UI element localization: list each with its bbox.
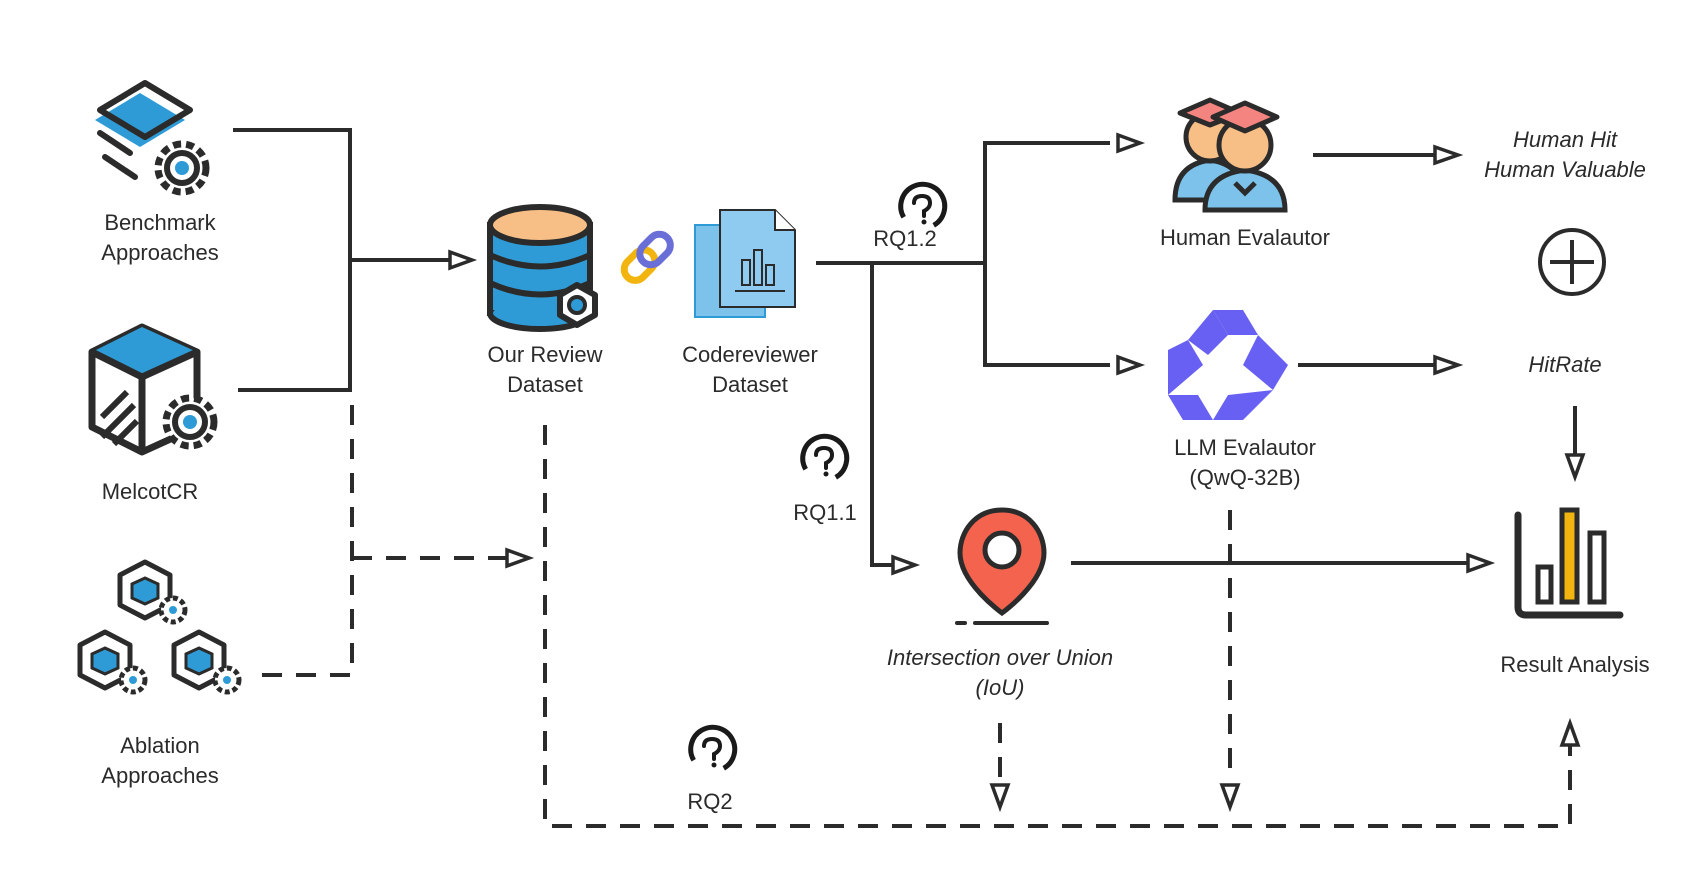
- layers-gear-icon: [95, 80, 210, 196]
- iou-label: Intersection over Union (IoU): [850, 643, 1150, 703]
- arrowhead-dashed-llm: [1219, 783, 1241, 813]
- arrowhead-hitrate-down: [1564, 453, 1586, 483]
- question-mark-icon: [898, 181, 948, 228]
- llm-evaluator-label: LLM Evalautor (QwQ-32B): [1125, 433, 1365, 493]
- chain-link-icon: [620, 230, 674, 284]
- arrowhead-dashed-result: [1559, 717, 1581, 747]
- arrowhead-human: [1116, 132, 1146, 154]
- ablation-label: Ablation Approaches: [60, 731, 260, 791]
- our-dataset-label-line1: Our Review: [487, 342, 603, 367]
- llm-evaluator-label-line2: (QwQ-32B): [1189, 465, 1301, 490]
- arrowhead-dashed-iou: [989, 783, 1011, 813]
- hitrate-metric: HitRate: [1528, 352, 1602, 377]
- document-chart-icon: [694, 209, 796, 318]
- map-pin-icon: [955, 507, 1049, 625]
- benchmark-label-line1: Benchmark: [104, 210, 216, 235]
- arrowhead-result: [1466, 552, 1496, 574]
- benchmark-label-line2: Approaches: [101, 240, 219, 265]
- arrowhead-hitrate: [1433, 354, 1464, 376]
- rq2-label: RQ2: [687, 789, 733, 814]
- question-mark-icon: [688, 724, 738, 771]
- human-evaluator-label: Human Evalautor: [1160, 225, 1330, 250]
- result-analysis-label: Result Analysis: [1500, 652, 1650, 677]
- codereviewer-label-line2: Dataset: [712, 372, 788, 397]
- iou-label-line2: (IoU): [975, 675, 1025, 700]
- dashed-connectors: [262, 400, 1572, 828]
- question-mark-icon: [800, 433, 850, 480]
- iou-label-line1: Intersection over Union: [886, 645, 1114, 670]
- arrowhead-llm: [1116, 354, 1146, 376]
- solid-connectors: [233, 128, 1577, 567]
- graduates-icon: [1172, 97, 1288, 213]
- arrowhead-our-dataset: [448, 249, 478, 271]
- llm-evaluator-label-line1: LLM Evalautor: [1174, 435, 1316, 460]
- arrowheads: [448, 132, 1586, 576]
- our-dataset-label: Our Review Dataset: [445, 340, 645, 400]
- bar-chart-icon: [1514, 507, 1624, 619]
- arrowhead-dashed-dataset: [505, 547, 535, 569]
- human-metrics-label: Human Hit Human Valuable: [1440, 125, 1690, 185]
- melcot-label: MelcotCR: [101, 479, 199, 504]
- human-valuable-metric: Human Valuable: [1484, 157, 1646, 182]
- circle-plus-icon: [1538, 228, 1606, 296]
- database-gear-icon: [487, 204, 598, 332]
- dashed-ablation-up: [262, 400, 354, 677]
- our-dataset-label-line2: Dataset: [507, 372, 583, 397]
- human-hit-metric: Human Hit: [1513, 127, 1617, 152]
- dashed-rq2-loop: [543, 425, 1572, 828]
- connector-to-iou: [870, 261, 912, 567]
- codereviewer-label: Codereviewer Dataset: [650, 340, 850, 400]
- cubes-gear-icon: [77, 559, 242, 695]
- rq11-label: RQ1.1: [793, 500, 857, 525]
- ablation-label-line2: Approaches: [101, 763, 219, 788]
- dashed-arrowheads: [505, 547, 1581, 813]
- box-gear-icon: [88, 323, 218, 456]
- qwen-logo-icon: [1168, 310, 1288, 420]
- ablation-label-line1: Ablation: [120, 733, 200, 758]
- arrowhead-human-metrics: [1433, 144, 1464, 166]
- arrowhead-iou: [891, 554, 921, 576]
- rq12-label: RQ1.2: [873, 226, 937, 251]
- benchmark-label: Benchmark Approaches: [60, 208, 260, 268]
- codereviewer-label-line1: Codereviewer: [682, 342, 818, 367]
